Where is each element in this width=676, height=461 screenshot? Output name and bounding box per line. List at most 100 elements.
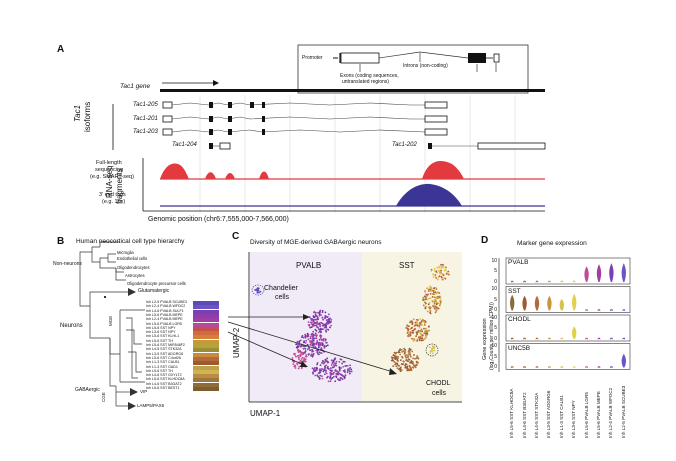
mge-type-label: Inh L5-6 SST KLHDC8A [146,377,185,382]
chodl-label-2: cells [432,390,447,397]
umap-point [312,339,315,342]
umap-point [429,350,432,353]
panel-d-letter: D [481,235,489,246]
umap-point [303,360,306,363]
umap-point [320,314,322,316]
umap-point [323,347,326,349]
umap-point [412,362,414,365]
umap-point [435,301,438,304]
umap-point [300,358,303,360]
violin-mark [610,309,613,312]
umap-point [324,325,327,328]
umap-point [402,363,404,365]
umap-point [326,376,328,379]
umap-point [428,325,430,328]
umap-point [327,367,330,370]
umap-point [407,351,410,353]
umap-point [407,354,409,357]
umap-point [336,373,338,375]
umap-point [256,288,258,291]
umap-point [350,370,353,373]
cell-type-label: Inh L5-6 SST KLHDC8A [509,388,515,438]
violin-mark [622,309,626,312]
umap-point [321,375,323,377]
umap-point [419,330,422,332]
exons-label-2: untranslated regions) [342,79,389,85]
umap-point [303,358,306,361]
umap-point [314,315,316,318]
umap-point [436,292,439,295]
umap-point [342,360,345,363]
umap-point [398,351,401,354]
umap-point [294,354,296,356]
umap-point [434,268,436,270]
umap-point [294,364,296,367]
cell-type-swatch [193,348,219,353]
umap-point [428,301,431,304]
ytick-label: 10 [491,314,497,321]
umap-point [312,330,315,333]
umap-point [409,331,412,334]
umap-point [299,359,302,362]
umap-point [334,380,337,383]
umap-point [439,303,442,306]
umap-point [405,354,407,356]
hierarchy-tree [79,241,145,407]
umap-point [396,357,399,360]
umap-point [416,356,418,359]
umap-point [328,313,330,316]
umap-point [319,323,321,326]
umap-point [348,368,351,371]
umap-point [303,357,306,360]
full-length-label-2: sequencing [95,167,124,173]
umap-point [434,299,437,302]
umap-point [325,369,328,372]
umap-point [440,273,442,275]
umap-point [317,346,320,349]
chodl-label: CHODL [426,380,451,387]
umap-point [315,342,318,344]
umap-point [317,326,319,329]
umap-point [424,324,426,326]
violin-mark [596,264,602,282]
ytick-label: 0 [494,278,497,285]
cell-type-label: Inh L3-5 SST ADGRG6 [546,390,552,438]
umap-point [315,343,318,346]
umap-point [417,361,419,364]
umap-point [438,266,441,269]
umap-point [310,354,312,357]
isoform-205-label: Tac1-205 [133,102,158,108]
umap-point [426,287,429,290]
violin-mark [560,337,564,340]
mge-type-label: Inh L5-6 SST MIR548F2 [146,343,185,347]
umap-point [424,338,426,341]
chandelier-label-2: cells [275,294,290,301]
umap-point [339,379,342,381]
umap-point [413,328,416,331]
umap-point [300,351,303,354]
umap-point [397,356,399,358]
umap-point [349,370,351,373]
mge-type-label: Inh L2-5 PVALB SCUBE3 [146,300,187,304]
umap-point [316,362,319,364]
umap-point [321,368,323,370]
umap-point [314,311,317,314]
umap-point [325,372,328,375]
legend-box [297,44,529,94]
exons-label: Exons (coding sequences, [340,73,399,79]
cell-type-label: Inh L5-6 PVALB MEPE [596,391,601,438]
umap-point [321,322,324,325]
violin-panel-frame [505,314,631,342]
umap-point [316,363,318,366]
umap-point [329,372,332,374]
umap-point [433,306,435,308]
panel-c-title: Diversity of MGE-derived GABAergic neuro… [250,239,382,246]
umap-point [295,343,297,346]
umap-point [435,296,438,299]
umap-point [415,332,418,335]
violin-mark [535,280,539,283]
umap-point [315,337,318,340]
umap-point [316,334,318,336]
umap-point [312,319,315,322]
umap-point [315,335,318,338]
